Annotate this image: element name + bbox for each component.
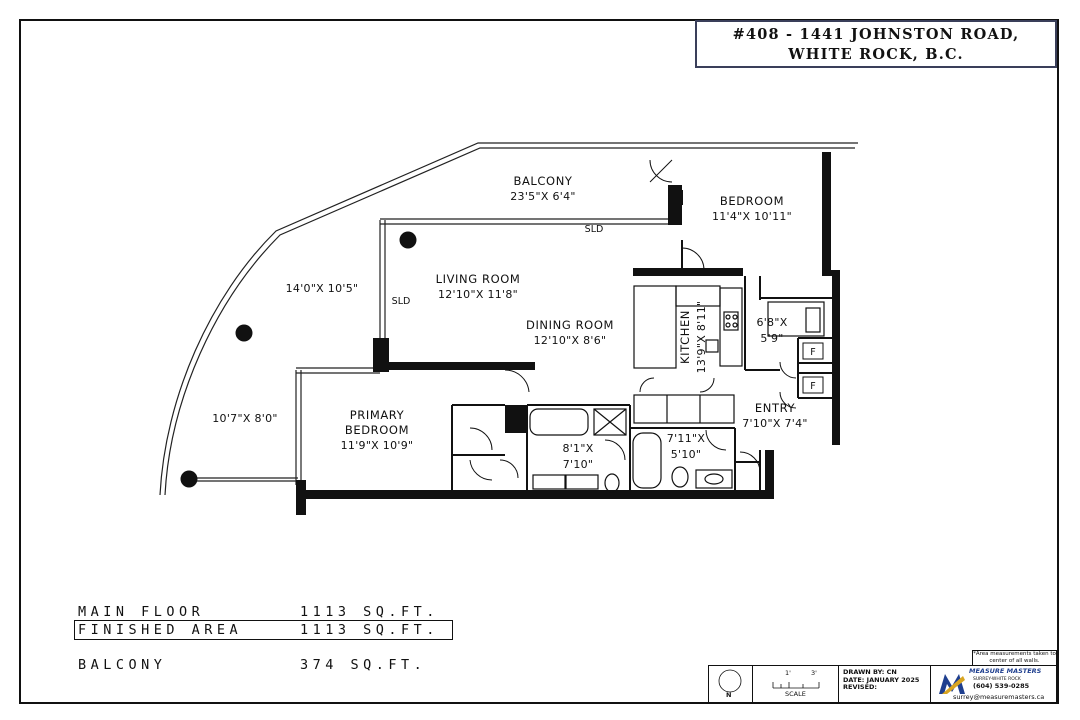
finished-area-row: FINISHED AREA 1113 SQ.FT.	[78, 622, 439, 638]
page-border	[19, 19, 1059, 704]
column	[235, 324, 253, 342]
bath2-dims-a: 7'11"X	[667, 432, 706, 445]
exterior-walls	[296, 152, 840, 515]
living-room-dims: 12'10"X 11'8"	[438, 288, 518, 301]
scale-cell: 1' 3' SCALE	[753, 666, 839, 702]
primary-dims: 11'9"X 10'9"	[341, 439, 414, 452]
company-cell: MEASURE MASTERS SURREY-WHITE ROCK (604) …	[931, 666, 1056, 702]
room-labels: BALCONY 23'5"X 6'4" BEDROOM 11'4"X 10'11…	[212, 174, 824, 471]
kitchen-counters	[633, 285, 825, 424]
entry-dims: 7'10"X 7'4"	[742, 417, 808, 430]
drawn-by: DRAWN BY: CN	[843, 668, 897, 676]
scale-tick-3: 3'	[811, 669, 817, 677]
ensuite-dims-a: 8'1"X	[562, 442, 593, 455]
door-swings	[469, 159, 797, 481]
company-name: MEASURE MASTERS	[969, 667, 1042, 675]
balcony-dims: 23'5"X 6'4"	[510, 190, 576, 203]
drawn-date: DATE: JANUARY 2025	[843, 675, 920, 684]
balcony-area-value: 374 SQ.FT.	[300, 657, 427, 673]
finished-area-value: 1113 SQ.FT.	[300, 622, 439, 638]
scale-label: SCALE	[785, 690, 806, 698]
balcony-outline	[159, 142, 858, 496]
balcony-area-label: BALCONY	[78, 657, 167, 673]
closet-f1-label: F	[810, 347, 815, 358]
measure-masters-logo	[939, 674, 965, 694]
north-label: N	[726, 691, 732, 699]
sld-left-label: SLD	[392, 296, 411, 307]
living-room-label: LIVING ROOM	[436, 272, 521, 286]
main-floor-label: MAIN FLOOR	[78, 604, 205, 620]
kitchen-dims: 13'9"X 8'11"	[695, 301, 708, 374]
dining-room-label: DINING ROOM	[526, 318, 614, 332]
column	[180, 470, 198, 488]
balcony-label: BALCONY	[513, 174, 572, 188]
north-arrow-icon	[715, 669, 745, 693]
drawn-by-cell: DRAWN BY: CN DATE: JANUARY 2025 REVISED:	[839, 666, 931, 702]
patio-upper-dims: 14'0"X 10'5"	[286, 282, 359, 295]
interior-walls	[451, 190, 832, 490]
north-arrow-cell: N	[709, 666, 753, 702]
dining-room-dims: 12'10"X 8'6"	[534, 334, 607, 347]
company-email: surrey@measuremasters.ca	[953, 693, 1045, 701]
patio-lower-dims: 10'7"X 8'0"	[212, 412, 278, 425]
address-line-2: WHITE ROCK, B.C.	[788, 46, 964, 63]
sld-top-label: SLD	[585, 224, 604, 235]
bedroom-dims: 11'4"X 10'11"	[712, 210, 792, 223]
column	[399, 231, 417, 249]
address-title-box: #408 - 1441 JOHNSTON ROAD, WHITE ROCK, B…	[695, 20, 1057, 68]
address-line-1: #408 - 1441 JOHNSTON ROAD,	[732, 26, 1020, 43]
primary-label-b: BEDROOM	[345, 423, 409, 437]
bath2-dims-b: 5'10"	[671, 448, 702, 461]
laundry-dims-a: 6'8"X	[756, 316, 787, 329]
ensuite-dims-b: 7'10"	[563, 458, 594, 471]
measurement-note: *Area measurements taken to center of al…	[972, 650, 1057, 666]
scale-bar-icon	[772, 682, 820, 689]
bedroom-label: BEDROOM	[720, 194, 784, 208]
footer-strip: N 1' 3' SCALE DRAWN BY: CN DATE: JANUARY…	[708, 665, 1057, 703]
company-phone: (604) 539-0285	[973, 682, 1030, 690]
scale-tick-1: 1'	[785, 669, 791, 677]
balcony-area-row: BALCONY 374 SQ.FT.	[78, 657, 426, 673]
finished-area-box	[74, 620, 453, 640]
main-floor-value: 1113 SQ.FT.	[300, 604, 439, 620]
entry-label: ENTRY	[755, 401, 796, 415]
closet-f2	[802, 376, 824, 394]
bath-fixtures	[529, 408, 733, 493]
finished-area-label: FINISHED AREA	[78, 622, 243, 638]
closet-f2-label: F	[810, 381, 815, 392]
kitchen-label: KITCHEN	[678, 310, 692, 364]
revised: REVISED:	[843, 683, 878, 691]
laundry-dims-b: 5'9"	[760, 332, 783, 345]
primary-label-a: PRIMARY	[350, 408, 405, 422]
closet-f1	[802, 342, 824, 360]
main-floor-row: MAIN FLOOR 1113 SQ.FT.	[78, 604, 439, 620]
company-tagline: SURREY-WHITE ROCK	[973, 677, 1021, 682]
